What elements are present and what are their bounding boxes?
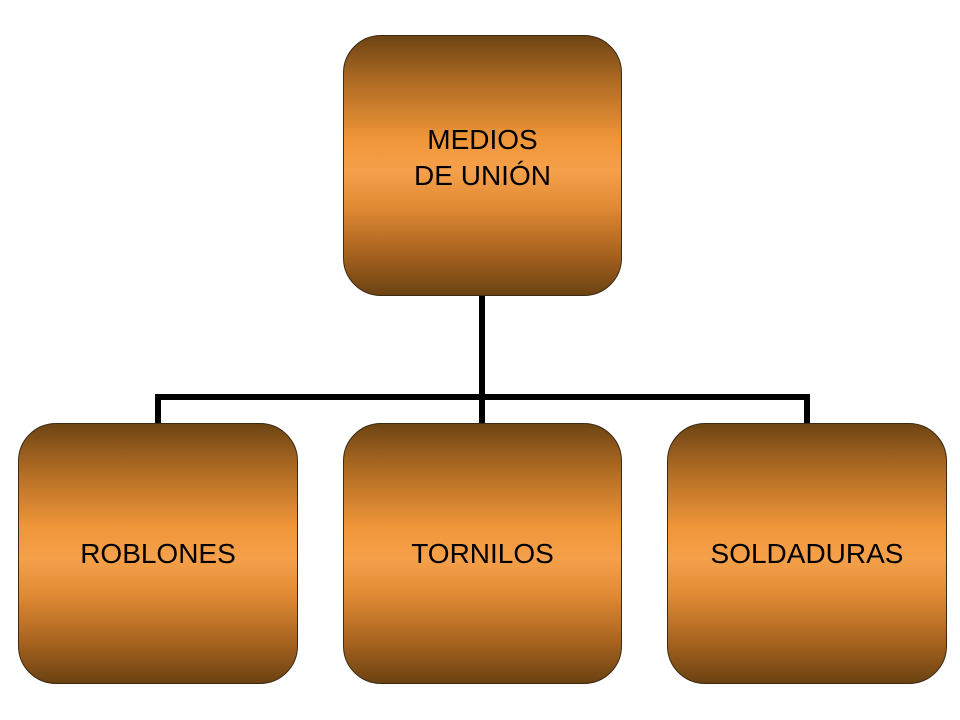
node-tornilos: TORNILOS [343,423,622,684]
node-roblones: ROBLONES [18,423,298,684]
node-soldaduras: SOLDADURAS [667,423,947,684]
node-label-roblones: ROBLONES [80,537,236,569]
node-label-root: MEDIOS DE UNIÓN [414,123,551,191]
node-medios-de-union: MEDIOS DE UNIÓN [343,35,622,296]
node-label-soldaduras: SOLDADURAS [710,537,904,569]
node-label-tornilos: TORNILOS [411,537,554,569]
